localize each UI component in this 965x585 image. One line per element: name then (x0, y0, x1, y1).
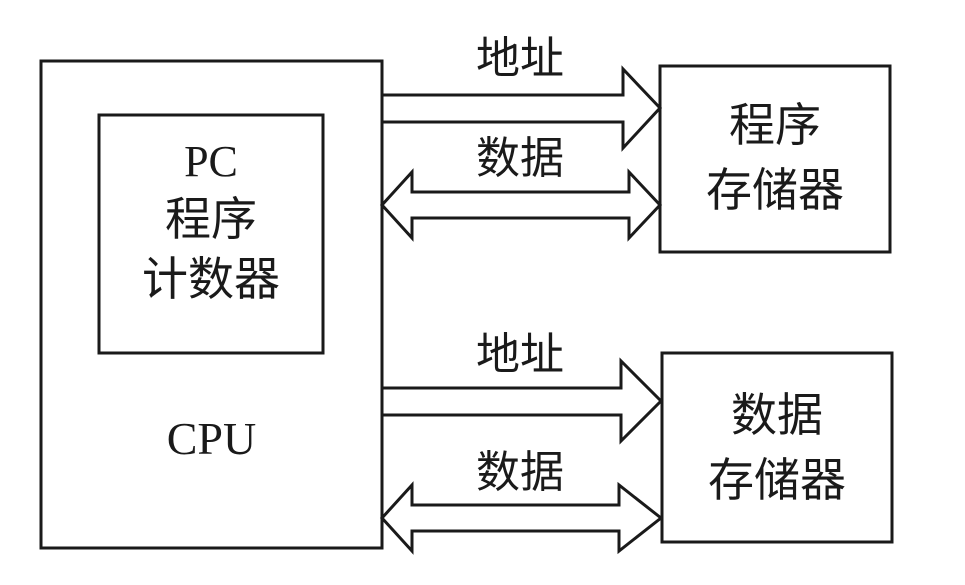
program-memory-label-line2: 存储器 (706, 163, 844, 217)
data-address-bus-label: 地址 (476, 329, 564, 380)
program-address-bus-label: 地址 (476, 33, 564, 84)
program-memory-box (658, 64, 892, 254)
program-memory-label-line1: 程序 (729, 98, 821, 152)
data-data-bus-label: 数据 (476, 447, 564, 498)
pc-label-line2: 计数器 (142, 252, 280, 306)
data-memory-box (660, 351, 894, 544)
program-data-bus-label: 数据 (476, 133, 564, 184)
pc-box (97, 113, 325, 355)
pc-abbr-label: PC (184, 137, 238, 186)
data-data-bus-arrow (379, 481, 664, 555)
data-memory-label-line2: 存储器 (708, 453, 846, 507)
program-data-bus-arrow (379, 168, 663, 242)
data-memory-label-line1: 数据 (731, 388, 823, 442)
pc-label-line1: 程序 (165, 192, 257, 246)
cpu-label: CPU (166, 413, 257, 464)
